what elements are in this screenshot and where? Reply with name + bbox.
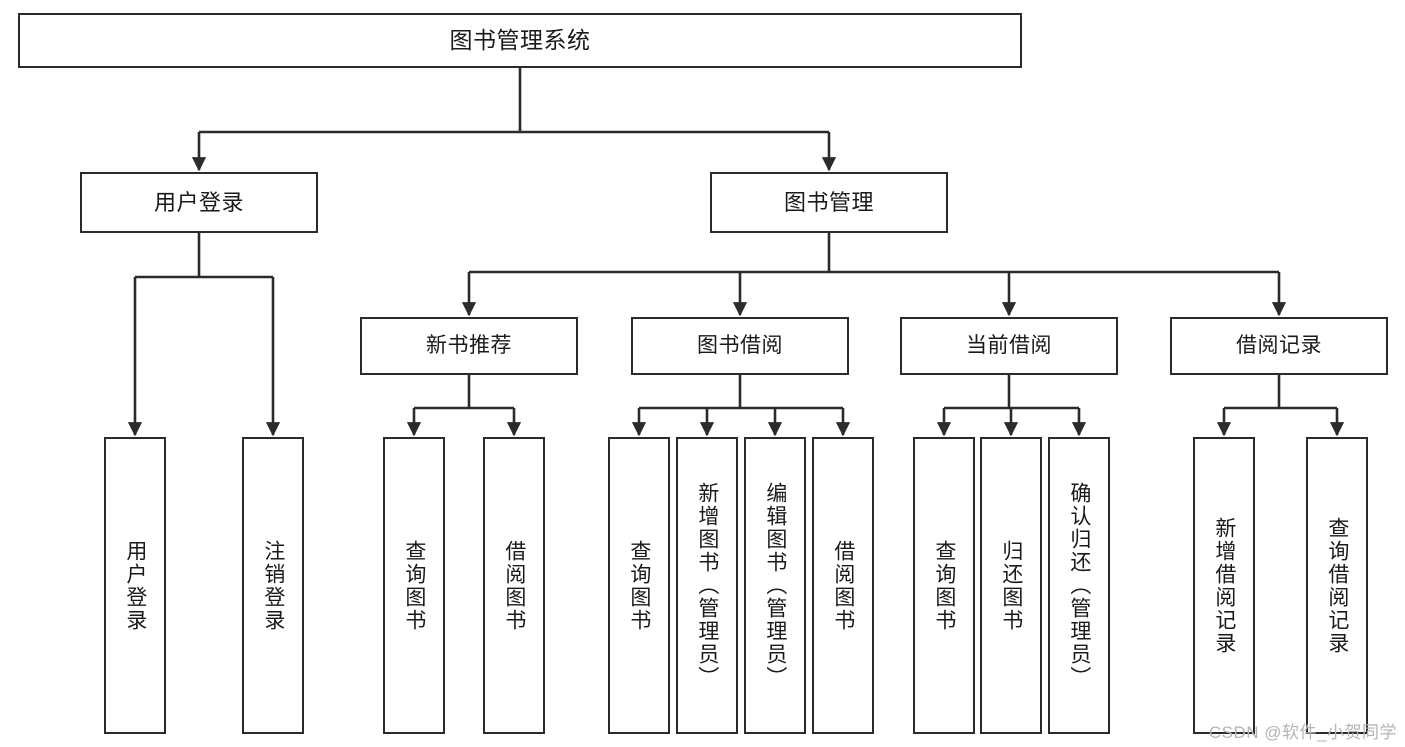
node-leaf-add-record[interactable]: 新增借阅记录: [1193, 437, 1255, 734]
node-user-login-label: 用户登录: [153, 189, 244, 215]
node-leaf-edit-book-label: 编辑图书（管理员）: [763, 482, 787, 689]
node-leaf-query-record-label: 查询借阅记录: [1325, 516, 1349, 655]
node-leaf-add-record-label: 新增借阅记录: [1212, 516, 1236, 655]
node-leaf-return-book-label: 归还图书: [999, 539, 1023, 632]
node-leaf-borrow-book-2-label: 借阅图书: [831, 539, 855, 632]
node-leaf-add-book[interactable]: 新增图书（管理员）: [676, 437, 738, 734]
node-leaf-borrow-book-1-label: 借阅图书: [502, 539, 526, 632]
node-new-book-rec-label: 新书推荐: [426, 333, 512, 357]
node-root[interactable]: 图书管理系统: [18, 13, 1022, 68]
node-leaf-edit-book[interactable]: 编辑图书（管理员）: [744, 437, 806, 734]
node-book-borrow-label: 图书借阅: [697, 333, 783, 357]
node-current-borrow[interactable]: 当前借阅: [900, 317, 1118, 375]
node-leaf-confirm-return-label: 确认归还（管理员）: [1067, 482, 1091, 689]
node-book-manage-label: 图书管理: [783, 189, 874, 215]
node-leaf-borrow-book-1[interactable]: 借阅图书: [483, 437, 545, 734]
node-leaf-logout[interactable]: 注销登录: [242, 437, 304, 734]
node-leaf-return-book[interactable]: 归还图书: [980, 437, 1042, 734]
node-leaf-query-book-2[interactable]: 查询图书: [608, 437, 670, 734]
node-leaf-query-book-2-label: 查询图书: [627, 539, 651, 632]
node-book-borrow[interactable]: 图书借阅: [631, 317, 849, 375]
node-leaf-query-book-1[interactable]: 查询图书: [383, 437, 445, 734]
node-new-book-rec[interactable]: 新书推荐: [360, 317, 578, 375]
node-root-label: 图书管理系统: [449, 27, 591, 54]
node-leaf-logout-label: 注销登录: [261, 539, 285, 632]
node-borrow-record[interactable]: 借阅记录: [1170, 317, 1388, 375]
node-leaf-user-login-label: 用户登录: [123, 539, 147, 632]
node-leaf-query-book-3-label: 查询图书: [932, 539, 956, 632]
node-leaf-add-book-label: 新增图书（管理员）: [695, 482, 719, 689]
node-leaf-confirm-return[interactable]: 确认归还（管理员）: [1048, 437, 1110, 734]
node-current-borrow-label: 当前借阅: [966, 333, 1052, 357]
node-leaf-user-login[interactable]: 用户登录: [104, 437, 166, 734]
csdn-watermark: CSDN @软件_小贺同学: [1208, 723, 1397, 742]
node-book-manage[interactable]: 图书管理: [710, 172, 948, 233]
node-borrow-record-label: 借阅记录: [1236, 333, 1322, 357]
node-user-login[interactable]: 用户登录: [80, 172, 318, 233]
node-leaf-query-book-1-label: 查询图书: [402, 539, 426, 632]
node-leaf-borrow-book-2[interactable]: 借阅图书: [812, 437, 874, 734]
node-leaf-query-book-3[interactable]: 查询图书: [913, 437, 975, 734]
node-leaf-query-record[interactable]: 查询借阅记录: [1306, 437, 1368, 734]
